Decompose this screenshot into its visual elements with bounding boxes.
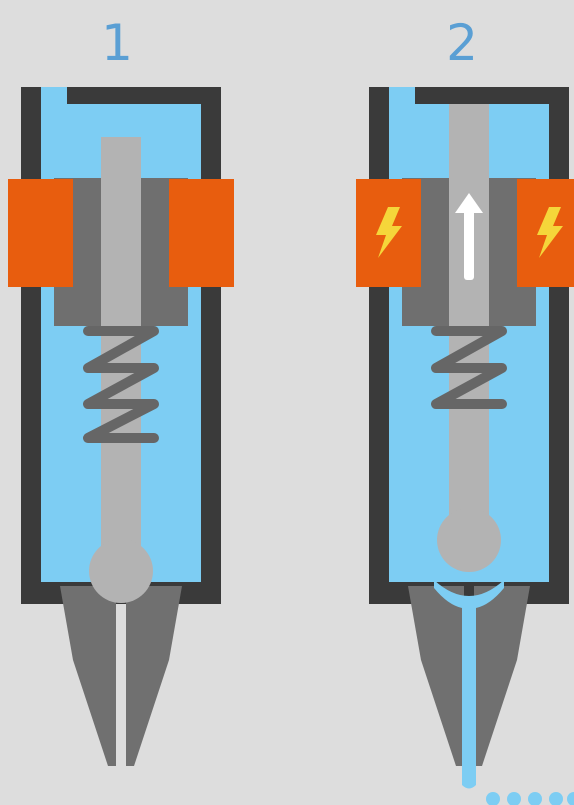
panel-1-label: 1	[101, 14, 133, 72]
fuel-droplet	[549, 792, 563, 805]
fuel-spray	[486, 792, 574, 805]
fuel-inlet	[41, 87, 67, 105]
nozzle-right-jaw	[474, 586, 530, 766]
return-spring	[83, 326, 159, 443]
lightning-bolt-icon	[537, 207, 563, 258]
solenoid-coil-right	[169, 179, 234, 287]
fuel-flow-channel	[434, 580, 504, 789]
return-spring	[431, 326, 507, 409]
fuel-droplet	[486, 792, 500, 805]
nozzle-right-jaw	[126, 586, 182, 766]
solenoid-coil-left	[8, 179, 73, 287]
lightning-bolt-icon	[376, 207, 402, 258]
fuel-droplet	[507, 792, 521, 805]
fuel-droplet	[567, 792, 574, 805]
nozzle-left-jaw	[60, 586, 116, 766]
needle-valve	[449, 104, 489, 544]
fuel-droplet	[528, 792, 542, 805]
nozzle-left-jaw	[408, 586, 464, 766]
needle-ball-tip	[89, 539, 153, 603]
needle-ball-tip	[437, 508, 501, 572]
fuel-inlet	[389, 87, 415, 105]
arrow-head	[455, 193, 483, 213]
panel-2-label: 2	[446, 14, 478, 72]
arrow-up-icon	[455, 193, 483, 280]
injector-open: 2	[356, 14, 574, 805]
injector-closed: 1	[8, 14, 234, 766]
arrow-shaft	[464, 210, 474, 280]
